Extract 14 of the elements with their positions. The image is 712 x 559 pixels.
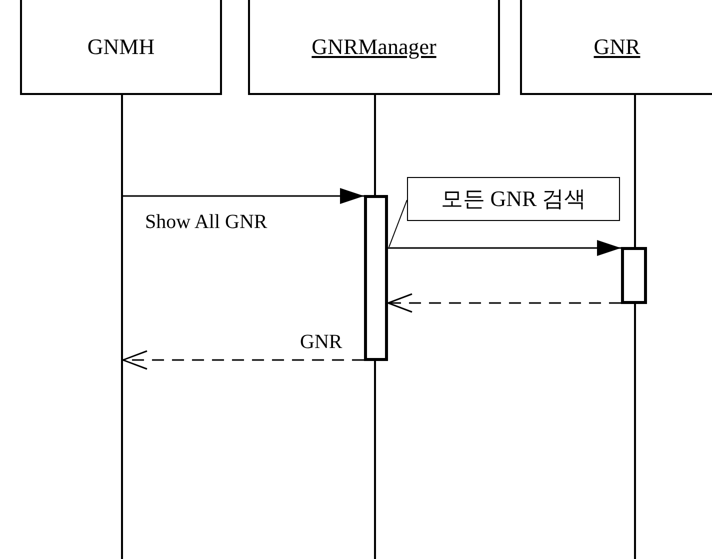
lifeline-header-box: GNR	[520, 0, 712, 95]
activation-bar	[621, 247, 647, 304]
lifeline-header-box: GNRManager	[248, 0, 500, 95]
note-box: 모든 GNR 검색	[407, 177, 620, 221]
lifeline	[121, 95, 122, 559]
leader-line	[388, 200, 408, 248]
lifeline	[374, 95, 376, 559]
message-arrow	[122, 188, 364, 204]
return-message-arrow	[387, 293, 621, 313]
return-message-arrow	[122, 350, 364, 370]
activation-bar	[364, 195, 388, 361]
message-arrow	[388, 240, 621, 256]
lifeline	[634, 95, 636, 559]
lifeline-header-box: GNMH	[20, 0, 222, 95]
